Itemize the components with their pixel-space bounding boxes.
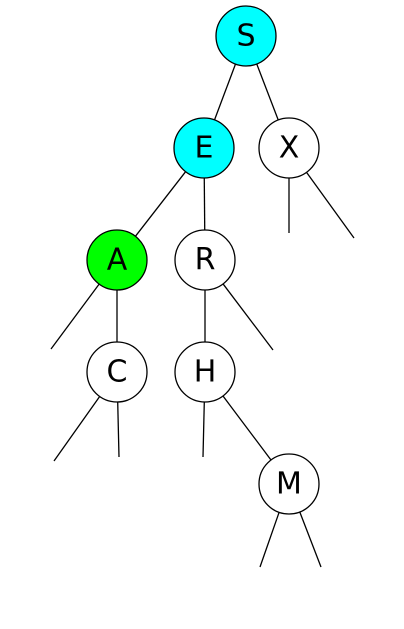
node-label-r: R: [195, 243, 216, 278]
node-circle-e: [173, 117, 235, 179]
node-label-x: X: [279, 131, 300, 166]
edge-m-right-null: [299, 511, 322, 568]
tree-node-s: S: [215, 5, 277, 67]
node-circle-x: [258, 117, 320, 179]
node-circle-h: [174, 341, 236, 403]
tree-node-a: A: [86, 229, 148, 291]
node-circle-c: [86, 341, 148, 403]
tree-edges: [50, 63, 355, 568]
node-circle-a: [86, 229, 148, 291]
tree-node-x: X: [258, 117, 320, 179]
edge-e-a: [134, 171, 187, 237]
edge-c-right-null: [117, 401, 120, 458]
node-label-s: S: [236, 19, 255, 54]
node-label-c: C: [107, 355, 128, 390]
edge-h-m: [222, 395, 272, 461]
tree-nodes: S E X A R C H M: [86, 5, 320, 515]
edge-x-right-null: [306, 171, 355, 239]
edge-m-left-null: [259, 512, 280, 568]
tree-node-e: E: [173, 117, 235, 179]
node-circle-s: [215, 5, 277, 67]
edge-s-e: [213, 63, 237, 121]
tree-node-m: M: [258, 453, 320, 515]
edge-h-left-null: [202, 401, 205, 458]
edge-s-x: [256, 63, 279, 121]
tree-node-r: R: [174, 229, 236, 291]
node-label-a: A: [107, 243, 128, 278]
edge-r-right-null: [222, 283, 274, 351]
node-label-e: E: [195, 131, 214, 166]
edge-c-left-null: [53, 396, 101, 462]
tree-node-h: H: [174, 341, 236, 403]
node-label-m: M: [276, 467, 302, 502]
node-circle-r: [174, 229, 236, 291]
node-label-h: H: [194, 355, 217, 390]
node-circle-m: [258, 453, 320, 515]
edge-a-left-null: [50, 283, 100, 350]
tree-node-c: C: [86, 341, 148, 403]
